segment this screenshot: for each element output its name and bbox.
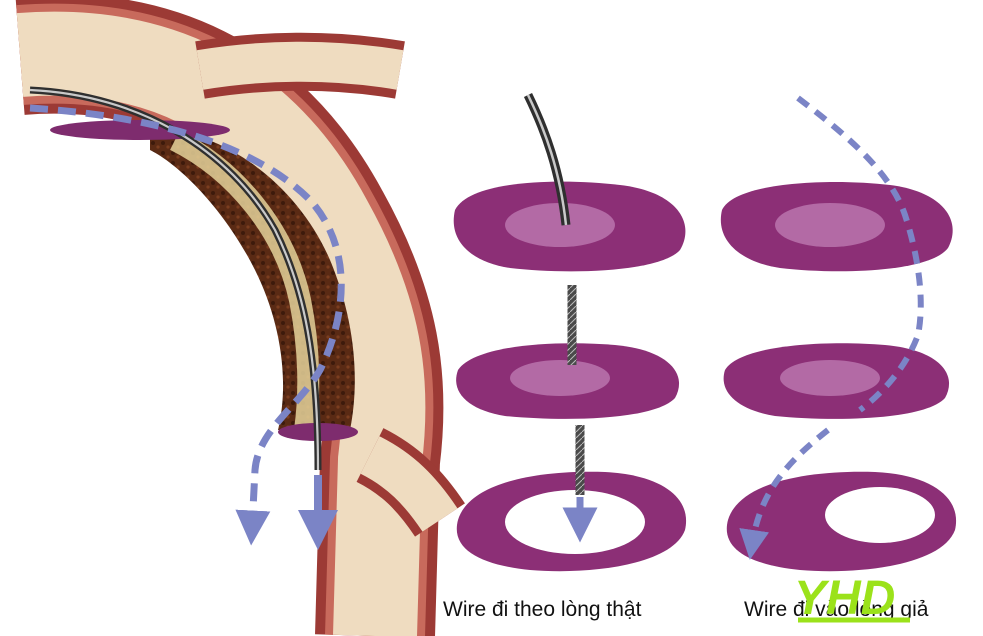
caption-false-lumen: Wire đi vào lòng giả (744, 598, 929, 621)
guide-wire-highlight (29, 88, 320, 471)
vessel-branch-upper-lumen (196, 41, 404, 90)
section-top-true-inner (505, 203, 615, 247)
false-wire-path (796, 95, 924, 413)
true-lumen-column (453, 93, 687, 572)
false-lumen-column (720, 95, 957, 572)
yhd-logo-text: YHD (794, 572, 895, 625)
true-wire-top-highlight (526, 94, 568, 226)
vessel-lumen (16, 11, 426, 636)
false-path-arrow (29, 104, 345, 546)
section-top-false-inner (775, 203, 885, 247)
section-mid-true-inner (510, 360, 610, 396)
vessel-diagram (15, 0, 465, 636)
section-bottom-true-lumen (505, 490, 645, 554)
yhd-logo: YHD (794, 572, 910, 625)
vessel-branch-lower-lumen (360, 436, 458, 532)
section-bottom-false-lumen (825, 487, 935, 543)
false-wire-arrow (739, 427, 830, 560)
caption-true-lumen: Wire đi theo lòng thật (443, 598, 642, 621)
section-mid-false-inner (780, 360, 880, 396)
